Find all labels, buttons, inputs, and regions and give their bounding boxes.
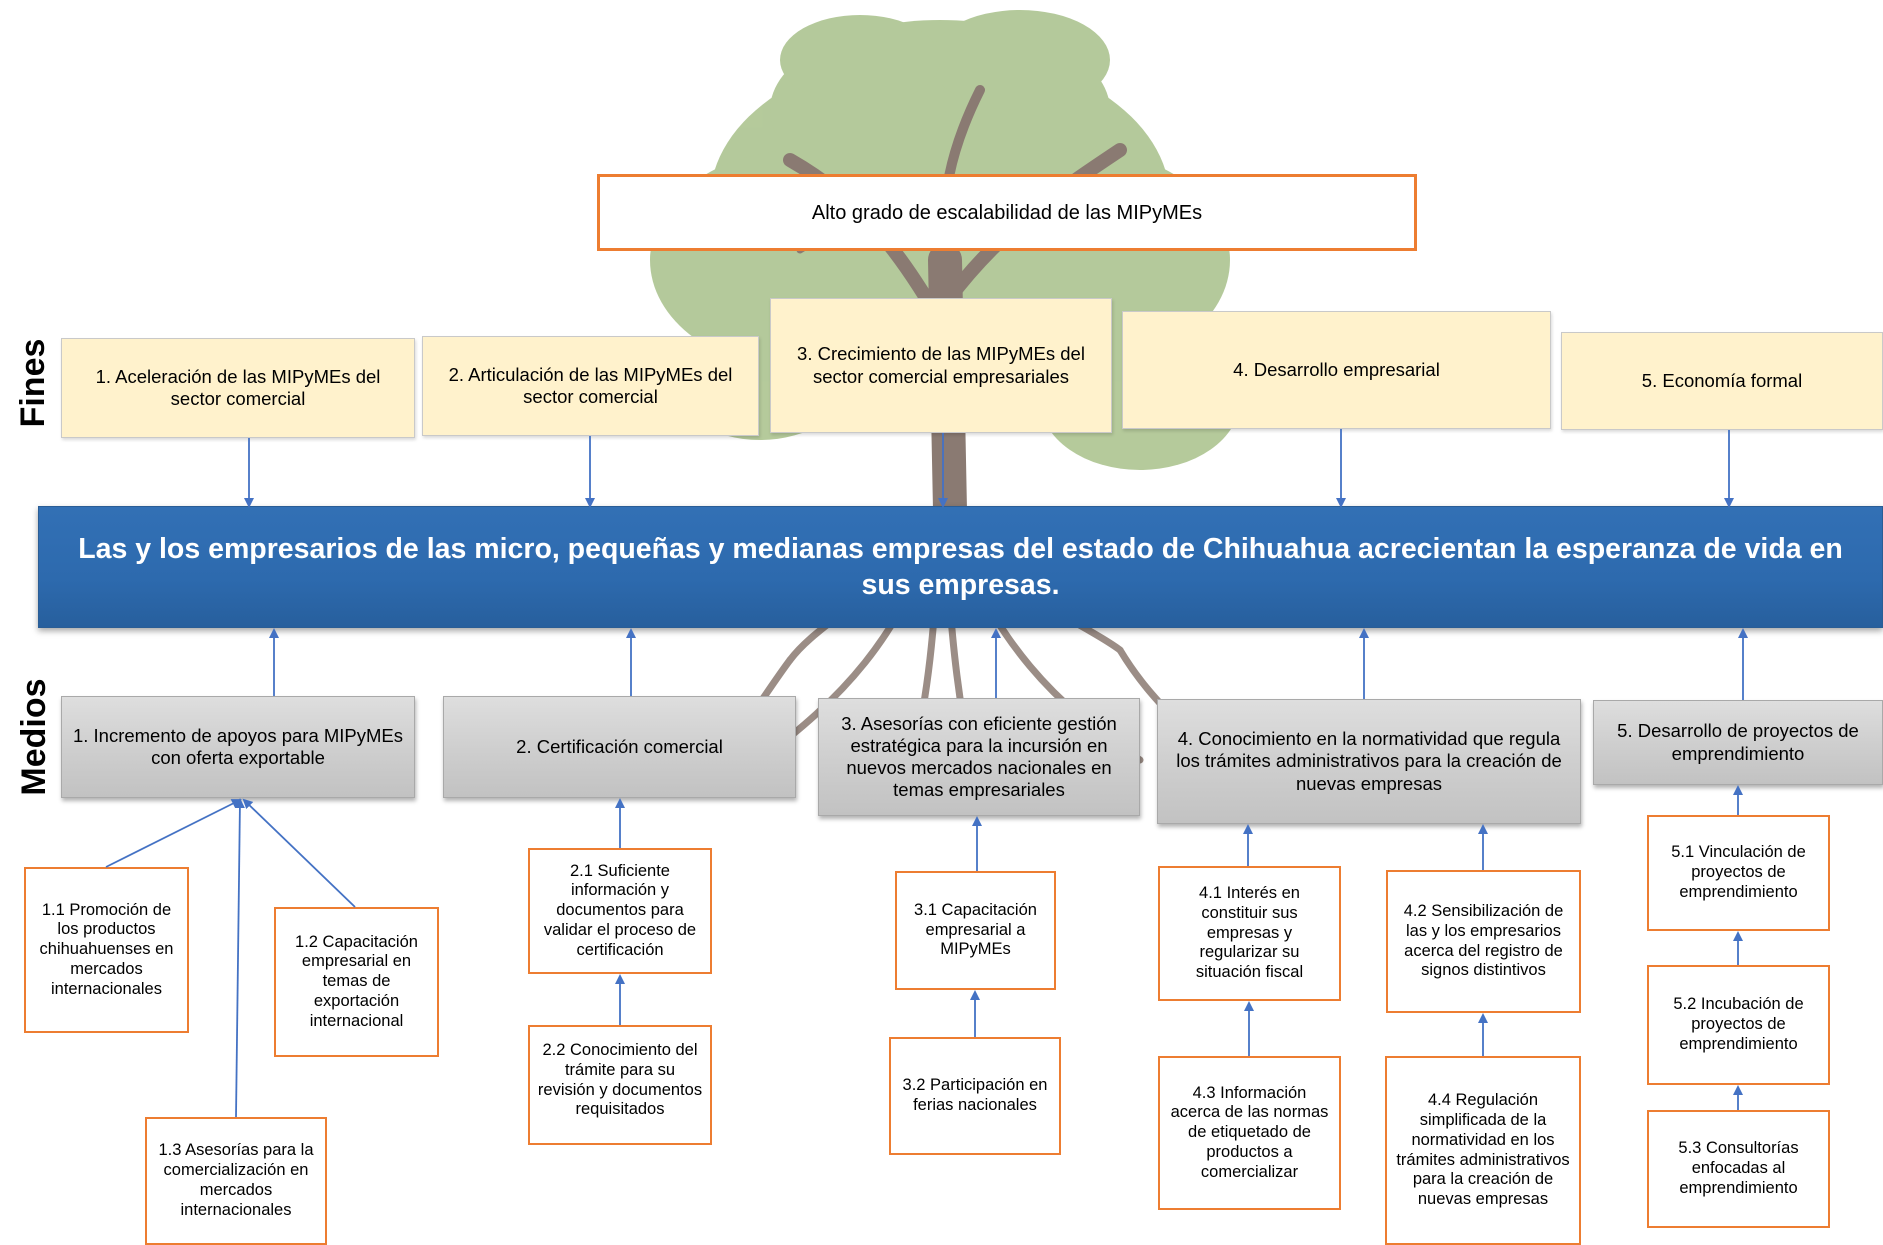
sub-medio-4-4: 4.4 Regulación simplificada de la normat… (1385, 1056, 1581, 1245)
side-label-medios: Medios (15, 678, 53, 796)
fin-box-2: 2. Articulación de las MIPyMEs del secto… (422, 336, 759, 436)
fin-text-2: 2. Articulación de las MIPyMEs del secto… (448, 363, 733, 407)
medio-text-3: 3. Asesorías con eficiente gestión estra… (841, 712, 1117, 801)
sub-medio-text: 3.2 Participación en ferias nacionales (902, 1076, 1048, 1114)
medio-text-1: 1. Incremento de apoyos para MIPyMEs con… (72, 724, 404, 768)
central-problem-text: Las y los empresarios de las micro, pequ… (78, 532, 1843, 601)
sub-medio-5-3: 5.3 Consultorías enfocadas al emprendimi… (1647, 1110, 1830, 1228)
sub-medio-text: 5.1 Vinculación de proyectos de emprendi… (1671, 843, 1806, 901)
sub-medio-1-3: 1.3 Asesorías para la comercialización e… (145, 1117, 327, 1245)
top-goal-text: Alto grado de escalabilidad de las MIPyM… (811, 201, 1203, 224)
medio-box-3: 3. Asesorías con eficiente gestión estra… (818, 698, 1140, 816)
sub-medio-text: 4.4 Regulación simplificada de la normat… (1396, 1091, 1570, 1209)
fin-text-3: 3. Crecimiento de las MIPyMEs del sector… (797, 343, 1085, 387)
sub-medio-text: 1.3 Asesorías para la comercialización e… (158, 1141, 314, 1219)
medio-box-4: 4. Conocimiento en la normatividad que r… (1157, 699, 1581, 824)
fin-box-3: 3. Crecimiento de las MIPyMEs del sector… (770, 298, 1112, 433)
fin-box-1: 1. Aceleración de las MIPyMEs del sector… (61, 338, 415, 438)
sub-medio-text: 5.2 Incubación de proyectos de emprendim… (1673, 995, 1804, 1053)
sub-medio-text: 4.2 Sensibilización de las y los empresa… (1403, 901, 1564, 980)
sub-medio-2-2: 2.2 Conocimiento del trámite para su rev… (528, 1025, 712, 1145)
sub-medio-4-1: 4.1 Interés en constituir sus empresas y… (1158, 866, 1341, 1001)
medio-box-2: 2. Certificación comercial (443, 696, 796, 798)
sub-medio-1-1: 1.1 Promoción de los productos chihuahue… (24, 867, 189, 1033)
fin-box-4: 4. Desarrollo empresarial (1122, 311, 1551, 429)
sub-medio-text: 5.3 Consultorías enfocadas al emprendimi… (1678, 1139, 1799, 1197)
top-goal-box: Alto grado de escalabilidad de las MIPyM… (597, 174, 1417, 251)
sub-medio-text: 2.2 Conocimiento del trámite para su rev… (537, 1041, 703, 1119)
sub-medio-5-1: 5.1 Vinculación de proyectos de emprendi… (1647, 815, 1830, 931)
medio-text-4: 4. Conocimiento en la normatividad que r… (1176, 728, 1562, 794)
medio-box-1: 1. Incremento de apoyos para MIPyMEs con… (61, 696, 415, 798)
fin-text-5: 5. Economía formal (1641, 369, 1803, 391)
fin-text-4: 4. Desarrollo empresarial (1233, 358, 1440, 380)
side-label-fines: Fines (14, 338, 52, 428)
central-problem-banner: Las y los empresarios de las micro, pequ… (38, 506, 1883, 628)
sub-medio-4-3: 4.3 Información acerca de las normas de … (1158, 1056, 1341, 1210)
fin-text-1: 1. Aceleración de las MIPyMEs del sector… (95, 365, 381, 409)
fin-box-5: 5. Economía formal (1561, 332, 1883, 430)
medio-text-5: 5. Desarrollo de proyectos de emprendimi… (1617, 720, 1859, 764)
sub-medio-3-2: 3.2 Participación en ferias nacionales (889, 1037, 1061, 1155)
sub-medio-3-1: 3.1 Capacitación empresarial a MIPyMEs (895, 871, 1056, 990)
sub-medio-1-2: 1.2 Capacitación empresarial en temas de… (274, 907, 439, 1057)
sub-medio-5-2: 5.2 Incubación de proyectos de emprendim… (1647, 965, 1830, 1085)
sub-medio-text: 1.1 Promoción de los productos chihuahue… (39, 900, 174, 998)
medio-text-2: 2. Certificación comercial (516, 735, 723, 757)
sub-medio-text: 3.1 Capacitación empresarial a MIPyMEs (914, 900, 1037, 959)
sub-medio-2-1: 2.1 Suficiente información y documentos … (528, 848, 712, 974)
medio-box-5: 5. Desarrollo de proyectos de emprendimi… (1593, 700, 1883, 785)
sub-medio-4-2: 4.2 Sensibilización de las y los empresa… (1386, 870, 1581, 1013)
sub-medio-text: 4.3 Información acerca de las normas de … (1170, 1083, 1329, 1181)
sub-medio-text: 4.1 Interés en constituir sus empresas y… (1195, 884, 1304, 982)
sub-medio-text: 2.1 Suficiente información y documentos … (543, 861, 697, 959)
sub-medio-text: 1.2 Capacitación empresarial en temas de… (295, 932, 418, 1030)
